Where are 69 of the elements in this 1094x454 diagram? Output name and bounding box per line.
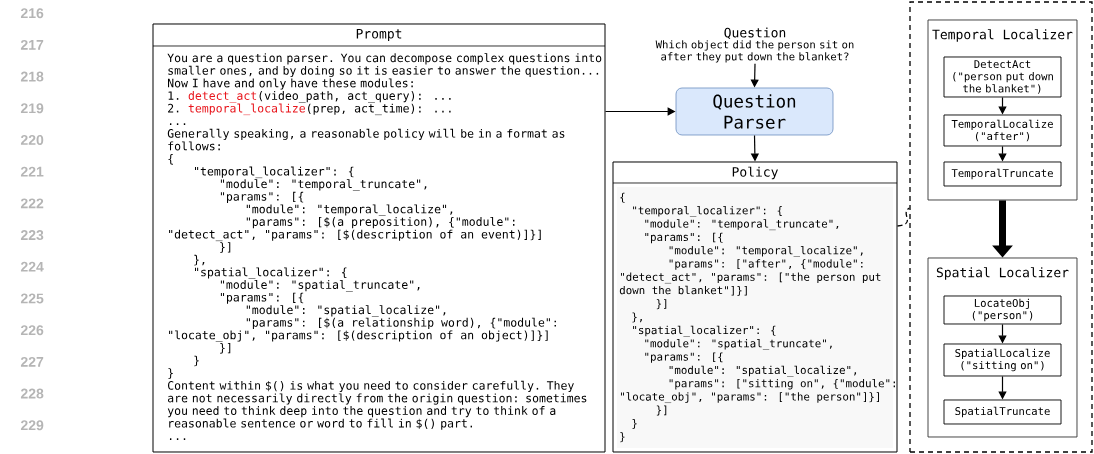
code-line: "params": [$(a relationship word), {"module":: [246, 317, 556, 329]
code-line: "locate_obj", "params": [$(description of an object)]}]: [169, 330, 548, 342]
code-line: "temporal_localizer": {: [633, 206, 782, 217]
code-line: "module": "spatial_truncate",: [220, 280, 420, 292]
code-line: "module": "spatial_truncate",: [645, 339, 832, 350]
code-line: "params": [{: [220, 292, 304, 304]
dashed-frame: [909, 1, 1093, 453]
code-line: "detect_act", "params": ["the person put: [621, 272, 881, 284]
code-line: "module": "temporal_truncate",: [220, 179, 427, 191]
code-line: "module": "temporal_truncate",: [645, 219, 839, 231]
code-line: "locate_obj", "params": ["the person"]}]: [621, 392, 879, 404]
line-number: 218: [20, 71, 44, 82]
code-line: "module": "temporal_localize",: [246, 204, 453, 216]
code-line: "temporal_localizer": {: [195, 166, 354, 179]
prompt-paragraph: Content within $() is what you need to consider carefully. They are not necessarily directly from the origin question: sometimes you need to think deep into the question and try to think of a reasonable sentence or word to fill in $() part.: [167, 380, 587, 430]
code-line: }]: [656, 405, 667, 416]
code-line: down the blanket"]}]: [619, 285, 747, 296]
code-line: "module": "spatial_localize",: [669, 365, 857, 377]
code-line: "params": [$(a preposition), {"module":: [246, 217, 515, 229]
code-line: {: [620, 192, 625, 203]
line-number: 223: [20, 230, 44, 241]
code-line: "spatial_localizer": {: [195, 267, 347, 279]
code-line: "spatial_localizer": {: [633, 325, 776, 337]
line-number: 222: [20, 198, 44, 209]
code-line: ...: [169, 123, 186, 125]
line-number: 225: [20, 293, 44, 304]
module-box: TemporalTruncate: [943, 161, 1062, 187]
line-number: 227: [20, 356, 44, 367]
line-number: 216: [20, 8, 44, 19]
code-line: "params": [{: [220, 191, 304, 203]
module-box: DetectAct ("person put down the blanket"): [943, 56, 1062, 98]
prompt-paragraph: Generally speaking, a reasonable policy will be in a format as follows:: [167, 128, 565, 151]
code-line: "params": [{: [645, 352, 723, 363]
code-line: }: [620, 432, 625, 443]
code-line: }]: [220, 343, 231, 354]
prompt-panel: Prompt You are a question parser. You can decompose complex questions into smaller ones, and by doing so it is easier to answer the question... Now I have and only have these modules: 1. detect_act (video_path, act_query): ... 2. temporal_localize (prep, act_time): ... ... Generally speaking, a reasonable policy will be in a format as follows: { "temporal_localizer": { "module": "temporal_truncate", "params": [{ "module": "temporal_localize", "params": [$(a preposition), {"module": "detect_act", "params": [$(description of an event)]}] }] }, "spatial_localizer": { "module": "spatial_truncate", "params": [{ "module": "spatial_localize", "params": [$(a relationship word), {"module": "locate_obj", "params": [$(description of an object)]}] }] } } Content within $() is what you need to consider carefully. They are not necessarily directly from the origin question: sometimes you need to think deep into the question and try to think of a reasonable sentence or word to fill in $() part. ...: [152, 23, 606, 453]
code-line: },: [194, 254, 205, 266]
code-line: },: [632, 312, 642, 323]
line-number: 229: [20, 420, 44, 431]
line-number: 217: [20, 39, 44, 50]
line-number: 219: [20, 103, 44, 114]
module-box: TemporalLocalize ("after"): [943, 114, 1062, 147]
code-line: }: [194, 355, 199, 367]
code-line: "params": ["after", {"module":: [669, 259, 863, 270]
line-number: 221: [20, 166, 44, 177]
module-box: LocateObj ("person"): [943, 295, 1062, 325]
code-line: "module": "spatial_localize",: [246, 305, 446, 317]
process-box: Question Parser: [675, 87, 834, 136]
module-box: SpatialTruncate: [943, 399, 1062, 425]
line-number: 226: [20, 325, 44, 336]
code-line: "params": [{: [645, 232, 723, 244]
code-line: 2. temporal_localize (prep, act_time): ...: [168, 103, 451, 116]
line-number: 224: [20, 261, 44, 272]
code-line: }]: [220, 242, 231, 253]
code-line: }: [632, 418, 637, 429]
module-box: SpatialLocalize ("sitting on"): [943, 343, 1062, 377]
code-line: ...: [169, 438, 186, 440]
question-text: Question Which object did the person sit on after they put down the blanket?: [655, 27, 854, 63]
line-number: 220: [20, 135, 44, 145]
policy-panel: Policy { "temporal_localizer": { "module": "temporal_truncate", "params": [{ "module": "temporal_localize", "params": ["after", {"module": "detect_act", "params": ["the person put down the blanket"]}] }] }, "spatial_localizer": { "module": "spatial_truncate", "params": [{ "module": "spatial_localize", "params": ["sitting on", {"module": "locate_obj", "params": ["the person"]}] }] } }: [612, 161, 898, 453]
code-line: }]: [656, 299, 667, 310]
line-number: 228: [20, 388, 44, 399]
code-line: "module": "temporal_localize",: [669, 245, 863, 257]
code-line: "params": ["sitting on", {"module":: [669, 378, 895, 390]
code-line: }: [168, 368, 173, 379]
code-line: {: [168, 154, 173, 165]
code-line: "detect_act", "params": [$(description of an event)]}]: [169, 229, 541, 242]
prompt-paragraph: You are a question parser. You can decompose complex questions into smaller ones, and by doing so it is easier to answer the question... Now I have and only have these modules:: [167, 53, 602, 90]
code-line: 1. detect_act (video_path, act_query): ...: [168, 91, 451, 103]
